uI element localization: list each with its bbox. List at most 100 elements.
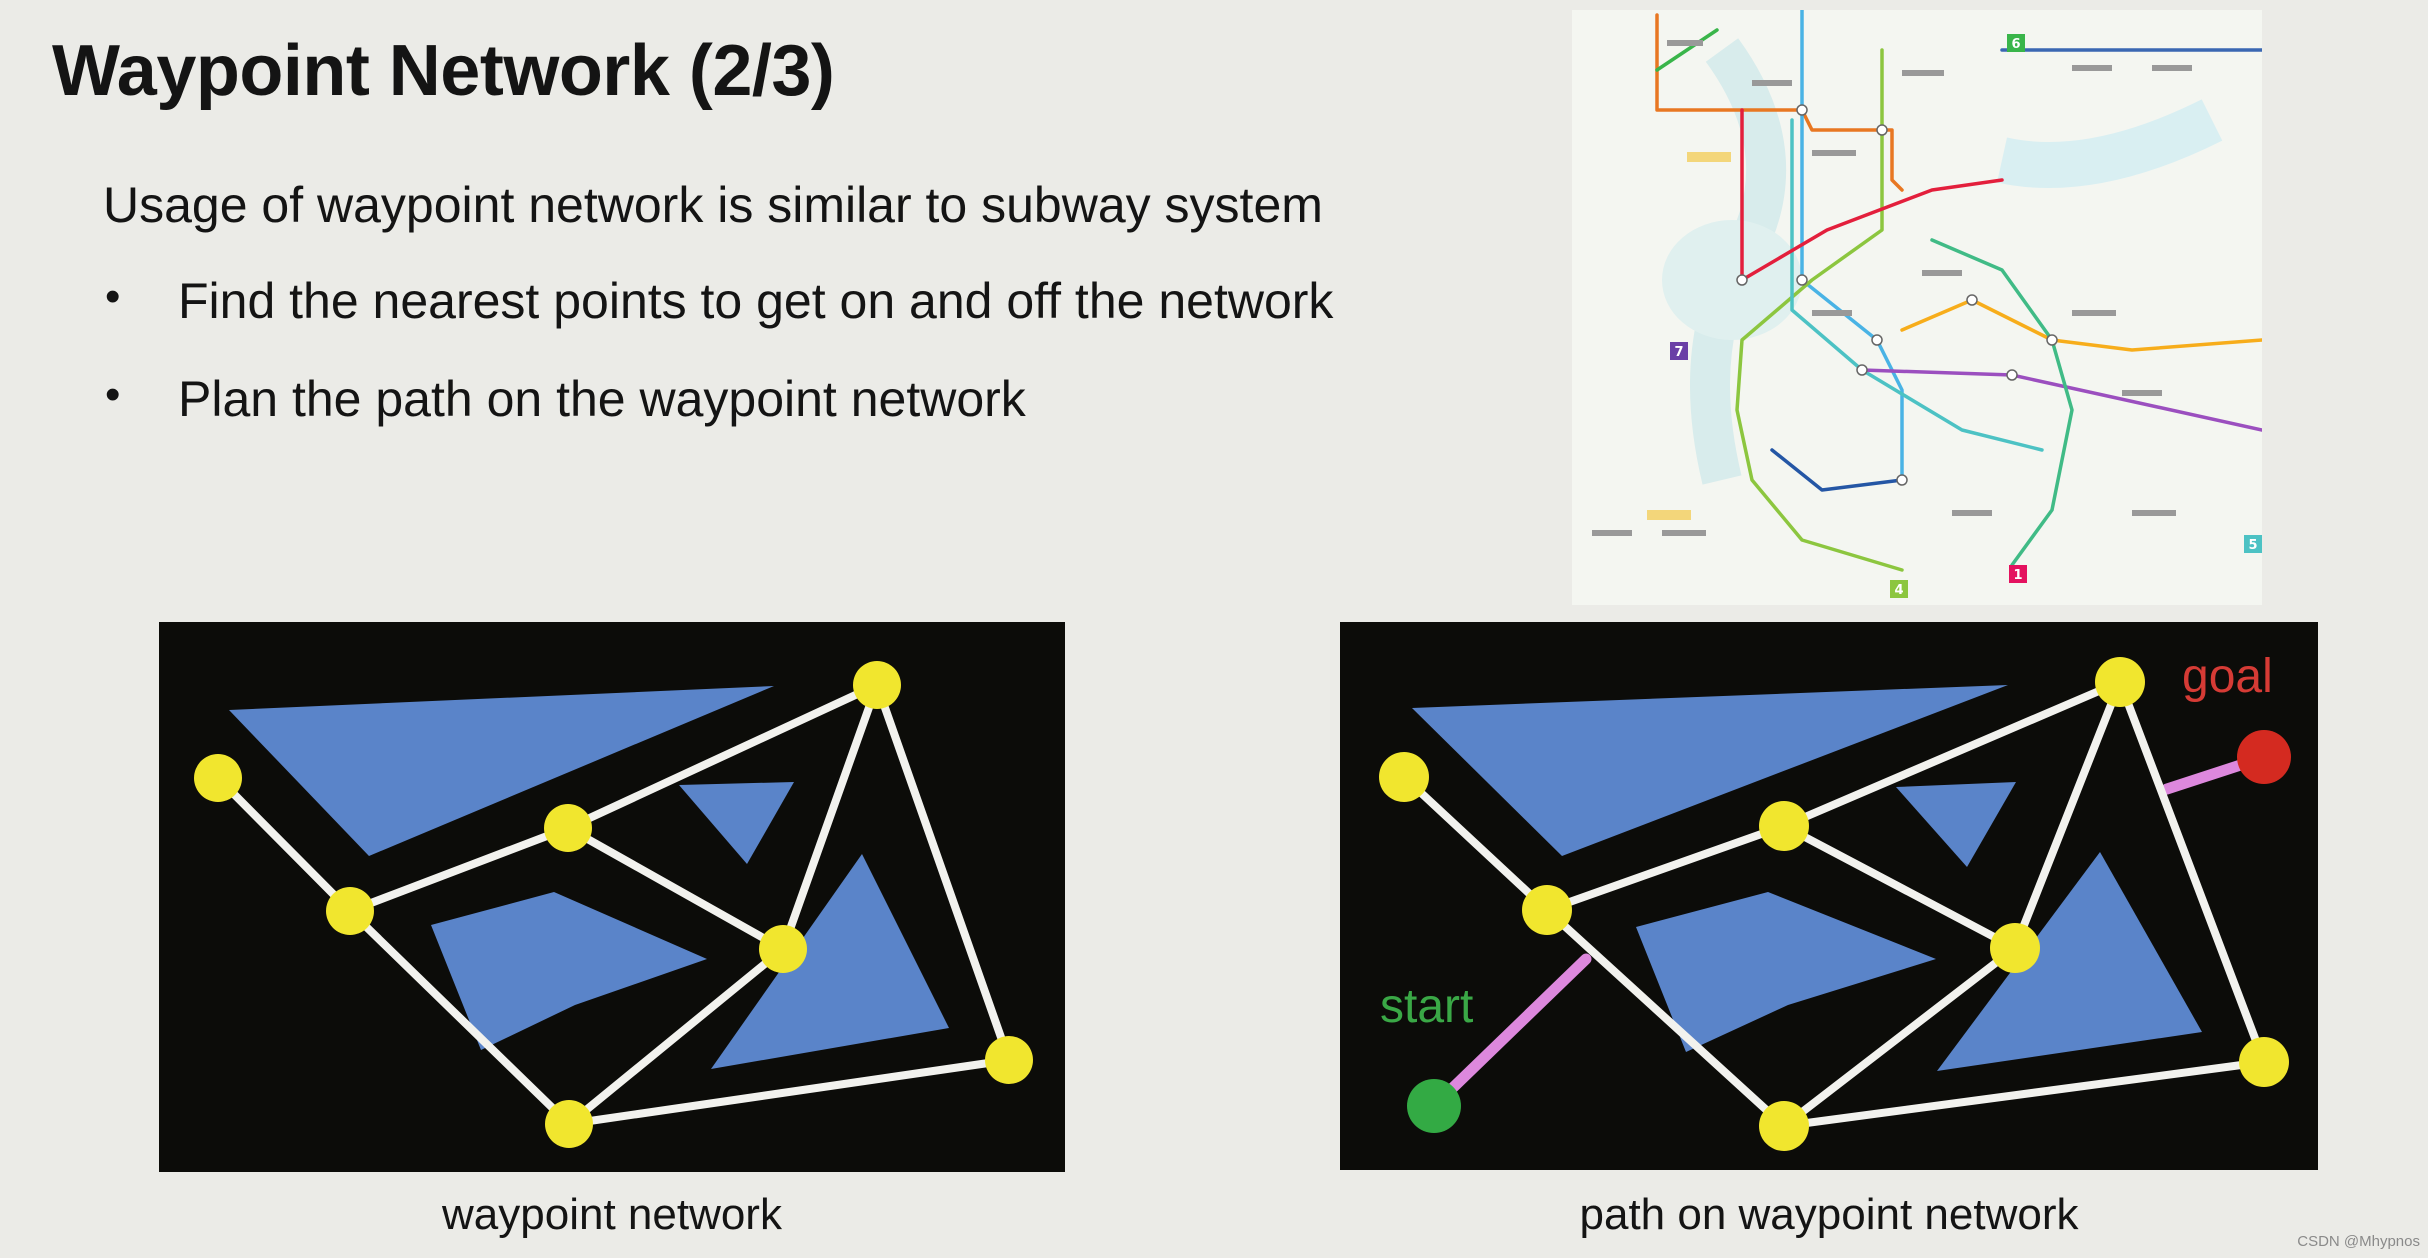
waypoint-network-diagram [159, 622, 1065, 1172]
station-label [2072, 65, 2112, 71]
bullet-text: Find the nearest points to get on and of… [178, 273, 1334, 329]
network-edge [2116, 678, 2268, 1066]
waypoint-node [194, 754, 242, 802]
bullet-icon: • [105, 272, 121, 321]
bullet-list: • Find the nearest points to get on and … [103, 272, 1333, 468]
obstacle [431, 892, 707, 1050]
waypoint-node [1759, 1101, 1809, 1151]
station-label [1902, 70, 1944, 76]
obstacle [679, 782, 794, 864]
metro-line [1930, 238, 2074, 567]
network-edge [214, 774, 354, 915]
station-label [2152, 65, 2192, 71]
obstacle [229, 686, 774, 856]
metro-station [1896, 474, 1908, 486]
waypoint-node [1522, 885, 1572, 935]
metro-station [1736, 274, 1748, 286]
network-edge [1543, 906, 1788, 1130]
waypoint-node [2239, 1037, 2289, 1087]
waypoint-node [544, 804, 592, 852]
metro-line [1655, 13, 1904, 192]
metro-station [2006, 369, 2018, 381]
metro-line [1655, 28, 1719, 72]
bullet-icon: • [105, 370, 121, 419]
waypoint-node [1990, 923, 2040, 973]
network-edge [564, 681, 881, 832]
station-label [1662, 530, 1706, 536]
path-on-network-diagram: start goal [1340, 622, 2318, 1170]
waypoint-node [853, 661, 901, 709]
network-edge [1400, 773, 1551, 914]
bullet-item: • Find the nearest points to get on and … [103, 272, 1333, 370]
obstacle [1937, 852, 2202, 1071]
network-edge [1780, 944, 2019, 1130]
map-river [1997, 99, 2223, 188]
network-edge [1780, 822, 2019, 952]
metro-line [1735, 48, 1904, 572]
metro-station [1871, 334, 1883, 346]
obstacle [1896, 782, 2016, 867]
metro-line-badge-label: 6 [2011, 37, 2020, 52]
station-label [1592, 530, 1632, 536]
watermark: CSDN @Mhypnos [2297, 1233, 2420, 1250]
station-label [1752, 80, 1792, 86]
start-label: start [1380, 980, 1473, 1033]
bullet-text: Plan the path on the waypoint network [178, 371, 1026, 427]
waypoint-node [1379, 752, 1429, 802]
metro-line-badge-label: 7 [1674, 345, 1683, 360]
metro-line-badge-label: 5 [2248, 538, 2257, 553]
metro-station [2046, 334, 2058, 346]
map-lake [1662, 220, 1802, 340]
metro-line-badge [2007, 34, 2025, 52]
station-label [1922, 270, 1962, 276]
network-edge [873, 681, 1013, 1064]
waypoint-node [759, 925, 807, 973]
waypoint-node [1759, 801, 1809, 851]
slide-title: Waypoint Network (2/3) [52, 31, 835, 111]
network-edge [1780, 678, 2124, 830]
start-node [1407, 1079, 1461, 1133]
metro-line-badge [2244, 535, 2262, 553]
network-edge [346, 824, 572, 915]
station-label [1812, 310, 1852, 316]
station-label [2072, 310, 2116, 316]
network-edge [1543, 822, 1788, 914]
goal-label: goal [2182, 650, 2273, 703]
waypoint-node [545, 1100, 593, 1148]
metro-line-badge [1890, 580, 1908, 598]
metro-line-badge [2009, 565, 2027, 583]
waypoint-node [985, 1036, 1033, 1084]
metro-station [1796, 274, 1808, 286]
metro-line-badge-label: 1 [2013, 568, 2022, 583]
metro-line-badge [1670, 342, 1688, 360]
metro-station [1796, 104, 1808, 116]
waypoint-node [326, 887, 374, 935]
metro-station [1856, 364, 1868, 376]
lead-text: Usage of waypoint network is similar to … [103, 177, 1323, 233]
obstacle [711, 854, 949, 1069]
map-callout [1687, 152, 1731, 162]
metro-station [1966, 294, 1978, 306]
metro-line-badge-label: 4 [1894, 583, 1903, 598]
bullet-item: • Plan the path on the waypoint network [103, 370, 1333, 468]
station-label [1812, 150, 1856, 156]
waypoint-node [2095, 657, 2145, 707]
network-edge [565, 1056, 1013, 1128]
station-label [2132, 510, 2176, 516]
start-connector [1428, 953, 1592, 1112]
metro-line [1770, 448, 1904, 492]
network-edge [1780, 1058, 2268, 1130]
metro-line [1740, 108, 2004, 282]
network-edge [2011, 678, 2124, 952]
network-edge [346, 907, 573, 1128]
station-label [1667, 40, 1703, 46]
diagram-caption: waypoint network [442, 1190, 782, 1239]
obstacle [1412, 685, 2008, 856]
obstacle [1636, 892, 1936, 1052]
station-label [1952, 510, 1992, 516]
subway-map-image: 6 7 1 4 5 [1572, 10, 2262, 605]
goal-node [2237, 730, 2291, 784]
network-edge [565, 945, 787, 1128]
network-edge [564, 824, 787, 953]
map-callout [1647, 510, 1691, 520]
